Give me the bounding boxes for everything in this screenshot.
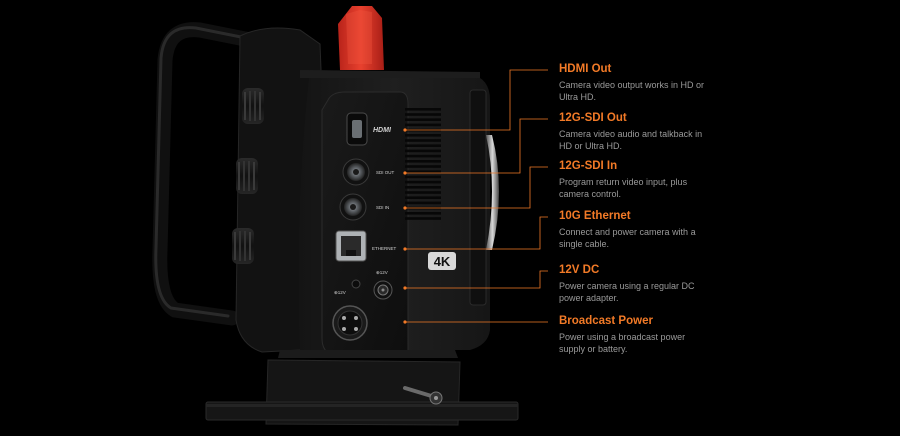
broadcast-12v-label: ⊕12V <box>334 290 346 295</box>
vent-slat <box>405 191 441 194</box>
callout-description: Connect and power camera with a single c… <box>559 227 696 249</box>
ethernet-port: ETHERNET <box>335 230 397 262</box>
leader-broadcast-power-dot <box>403 320 407 324</box>
vent-slat <box>405 180 441 184</box>
leader-12g-sdi-out-dot <box>403 171 407 175</box>
callout-title: 12G-SDI In <box>559 160 618 172</box>
callout-10g-ethernet: 10G Ethernet Connect and power camera wi… <box>559 209 759 250</box>
vent-slat <box>405 149 441 153</box>
broadcast-power-port: ⊕12V <box>332 290 368 341</box>
callout-12v-dc: 12V DC Power camera using a regular DC p… <box>559 263 759 304</box>
tally-light <box>338 6 384 70</box>
callout-broadcast-power: Broadcast Power Power using a broadcast … <box>559 314 759 355</box>
ethernet-label: ETHERNET <box>372 246 397 251</box>
svg-text:4K: 4K <box>434 254 451 269</box>
small-button <box>351 279 361 289</box>
vent-slat <box>405 108 441 111</box>
camera-handle <box>152 22 258 326</box>
mount-lever <box>403 386 443 405</box>
leader-10g-ethernet <box>405 216 548 250</box>
callout-title: 12G-SDI Out <box>559 112 627 124</box>
vent-slat <box>405 165 441 168</box>
sdi-in-connector: SDI IN <box>339 193 389 221</box>
vent-slat <box>405 113 441 116</box>
vent-slat <box>405 134 441 137</box>
leader-hdmi-out-dot <box>403 128 407 132</box>
vent-slat <box>405 118 441 121</box>
camera-base <box>205 350 519 426</box>
vent-slat <box>405 175 441 179</box>
callout-12g-sdi-out: 12G-SDI Out Camera video audio and talkb… <box>559 111 759 152</box>
leader-12g-sdi-out <box>405 118 548 174</box>
callout-title: HDMI Out <box>559 63 612 75</box>
callout-leaders <box>403 69 548 324</box>
vent-slat <box>405 123 441 127</box>
callout-12g-sdi-in: 12G-SDI In Program return video input, p… <box>559 159 759 200</box>
leader-10g-ethernet-dot <box>403 247 407 251</box>
dc-12v-port: ⊕12V <box>373 270 393 300</box>
callout-title: Broadcast Power <box>559 315 653 327</box>
vent-slat <box>405 196 441 199</box>
sdi-out-label: SDI OUT <box>376 170 395 175</box>
control-knobs <box>232 88 264 264</box>
lens-mount <box>486 135 499 250</box>
leader-12g-sdi-in-dot <box>403 206 407 210</box>
hdmi-port: HDMI <box>346 112 392 146</box>
leader-hdmi-out <box>405 69 548 131</box>
leader-12v-dc <box>405 270 548 289</box>
callout-description: Power using a broadcast power supply or … <box>559 332 686 354</box>
sdi-out-connector: SDI OUT <box>342 158 395 186</box>
vent-slat <box>405 201 441 205</box>
callout-description: Power camera using a regular DC power ad… <box>559 281 695 303</box>
leader-12v-dc-dot <box>403 286 407 290</box>
vent-slat <box>405 217 441 220</box>
vent-slat <box>405 154 441 158</box>
vent-slat <box>405 212 441 215</box>
vent-slat <box>405 186 441 189</box>
callout-description: Camera video output works in HD or Ultra… <box>559 80 705 102</box>
badge-4k: 4K <box>428 252 456 270</box>
vent-slat <box>405 144 441 147</box>
callout-hdmi-out: HDMI Out Camera video output works in HD… <box>559 62 759 103</box>
vent-slat <box>405 139 441 142</box>
callout-title: 10G Ethernet <box>559 210 631 222</box>
callout-title: 12V DC <box>559 264 600 276</box>
vent-slat <box>405 170 441 173</box>
leader-12g-sdi-in <box>405 166 548 209</box>
dc-12v-label: ⊕12V <box>376 270 388 275</box>
hdmi-label: HDMI <box>373 127 392 134</box>
sdi-in-label: SDI IN <box>376 205 389 210</box>
callout-description: Program return video input, plus camera … <box>559 177 688 199</box>
callout-description: Camera video audio and talkback in HD or… <box>559 129 703 151</box>
vent-slat <box>405 160 441 163</box>
